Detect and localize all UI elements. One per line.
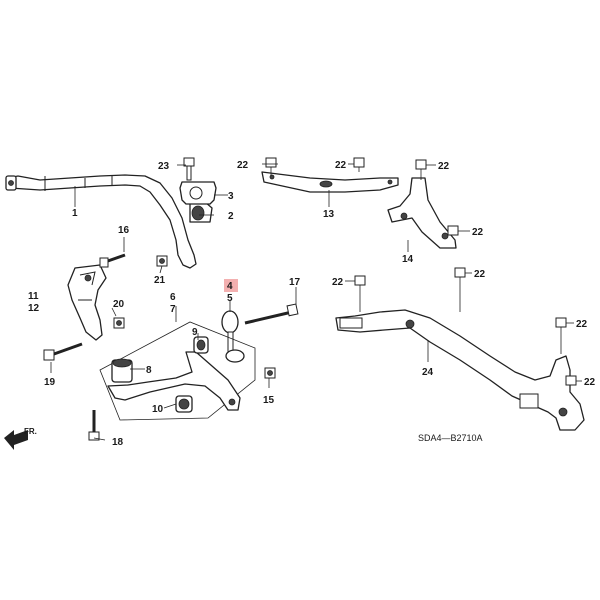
callout-16: 16 [118,225,130,236]
lower-arm[interactable] [107,351,241,411]
front-stiffener[interactable] [261,171,399,193]
callout-22-h: 22 [584,377,596,388]
callout-3: 3 [228,191,234,202]
callout-5: 5 [227,293,233,304]
direction-label: FR. [24,427,37,436]
side-brace[interactable] [387,177,457,249]
leader-lines [50,163,582,441]
stabilizer-holder[interactable] [179,181,217,205]
callout-13: 13 [323,209,335,220]
callout-10: 10 [152,404,164,415]
callout-2: 2 [228,211,234,222]
highlight-box [224,279,238,292]
lower-arm-box [99,321,256,421]
callout-15: 15 [263,395,275,406]
flange-bolt-23[interactable] [183,157,195,181]
arm-bushing-10[interactable] [175,395,193,413]
bolt-19[interactable] [43,342,83,361]
callout-17: 17 [289,277,301,288]
callout-14: 14 [402,254,414,265]
lower-arm-bracket[interactable] [67,264,107,341]
callout-9: 9 [192,327,198,338]
stabilizer-bar[interactable] [5,174,197,269]
nut-20[interactable] [113,317,125,329]
callout-22-c: 22 [438,161,450,172]
callout-11: 11 [28,291,39,302]
callout-8: 8 [146,365,152,376]
callout-12: 12 [28,303,40,314]
bolt-17[interactable] [244,303,299,325]
callout-18: 18 [112,437,124,448]
arm-bushing-9[interactable] [193,336,209,354]
bolt-18[interactable] [88,410,100,441]
callout-22-g: 22 [576,319,588,330]
callout-23: 23 [158,161,170,172]
callout-22-f: 22 [474,269,486,280]
callout-21: 21 [154,275,166,286]
callout-22-b: 22 [335,160,347,171]
callout-7: 7 [170,304,176,315]
callout-6: 6 [170,292,176,303]
callout-24: 24 [422,367,434,378]
nut-15[interactable] [264,367,276,379]
stabilizer-bushing[interactable] [189,201,213,223]
bolt-16[interactable] [99,253,126,268]
callout-22-e: 22 [332,277,344,288]
compliance-bushing[interactable] [111,358,133,383]
diagram-code: SDA4—B2710A [418,433,483,443]
callout-labels: 1 2 3 4 5 6 7 8 9 10 11 12 13 14 15 16 1… [28,160,596,448]
callout-22-a: 22 [237,160,249,171]
callout-22-d: 22 [472,227,484,238]
callout-19: 19 [44,377,56,388]
nut-21[interactable] [156,255,168,267]
flange-nuts-22[interactable] [265,157,577,386]
front-direction-arrow: FR. [4,427,37,450]
callout-20: 20 [113,299,125,310]
callout-4: 4 [227,281,233,292]
callout-1: 1 [72,208,78,219]
stabilizer-link[interactable] [221,300,245,363]
front-subframe[interactable] [335,309,585,431]
